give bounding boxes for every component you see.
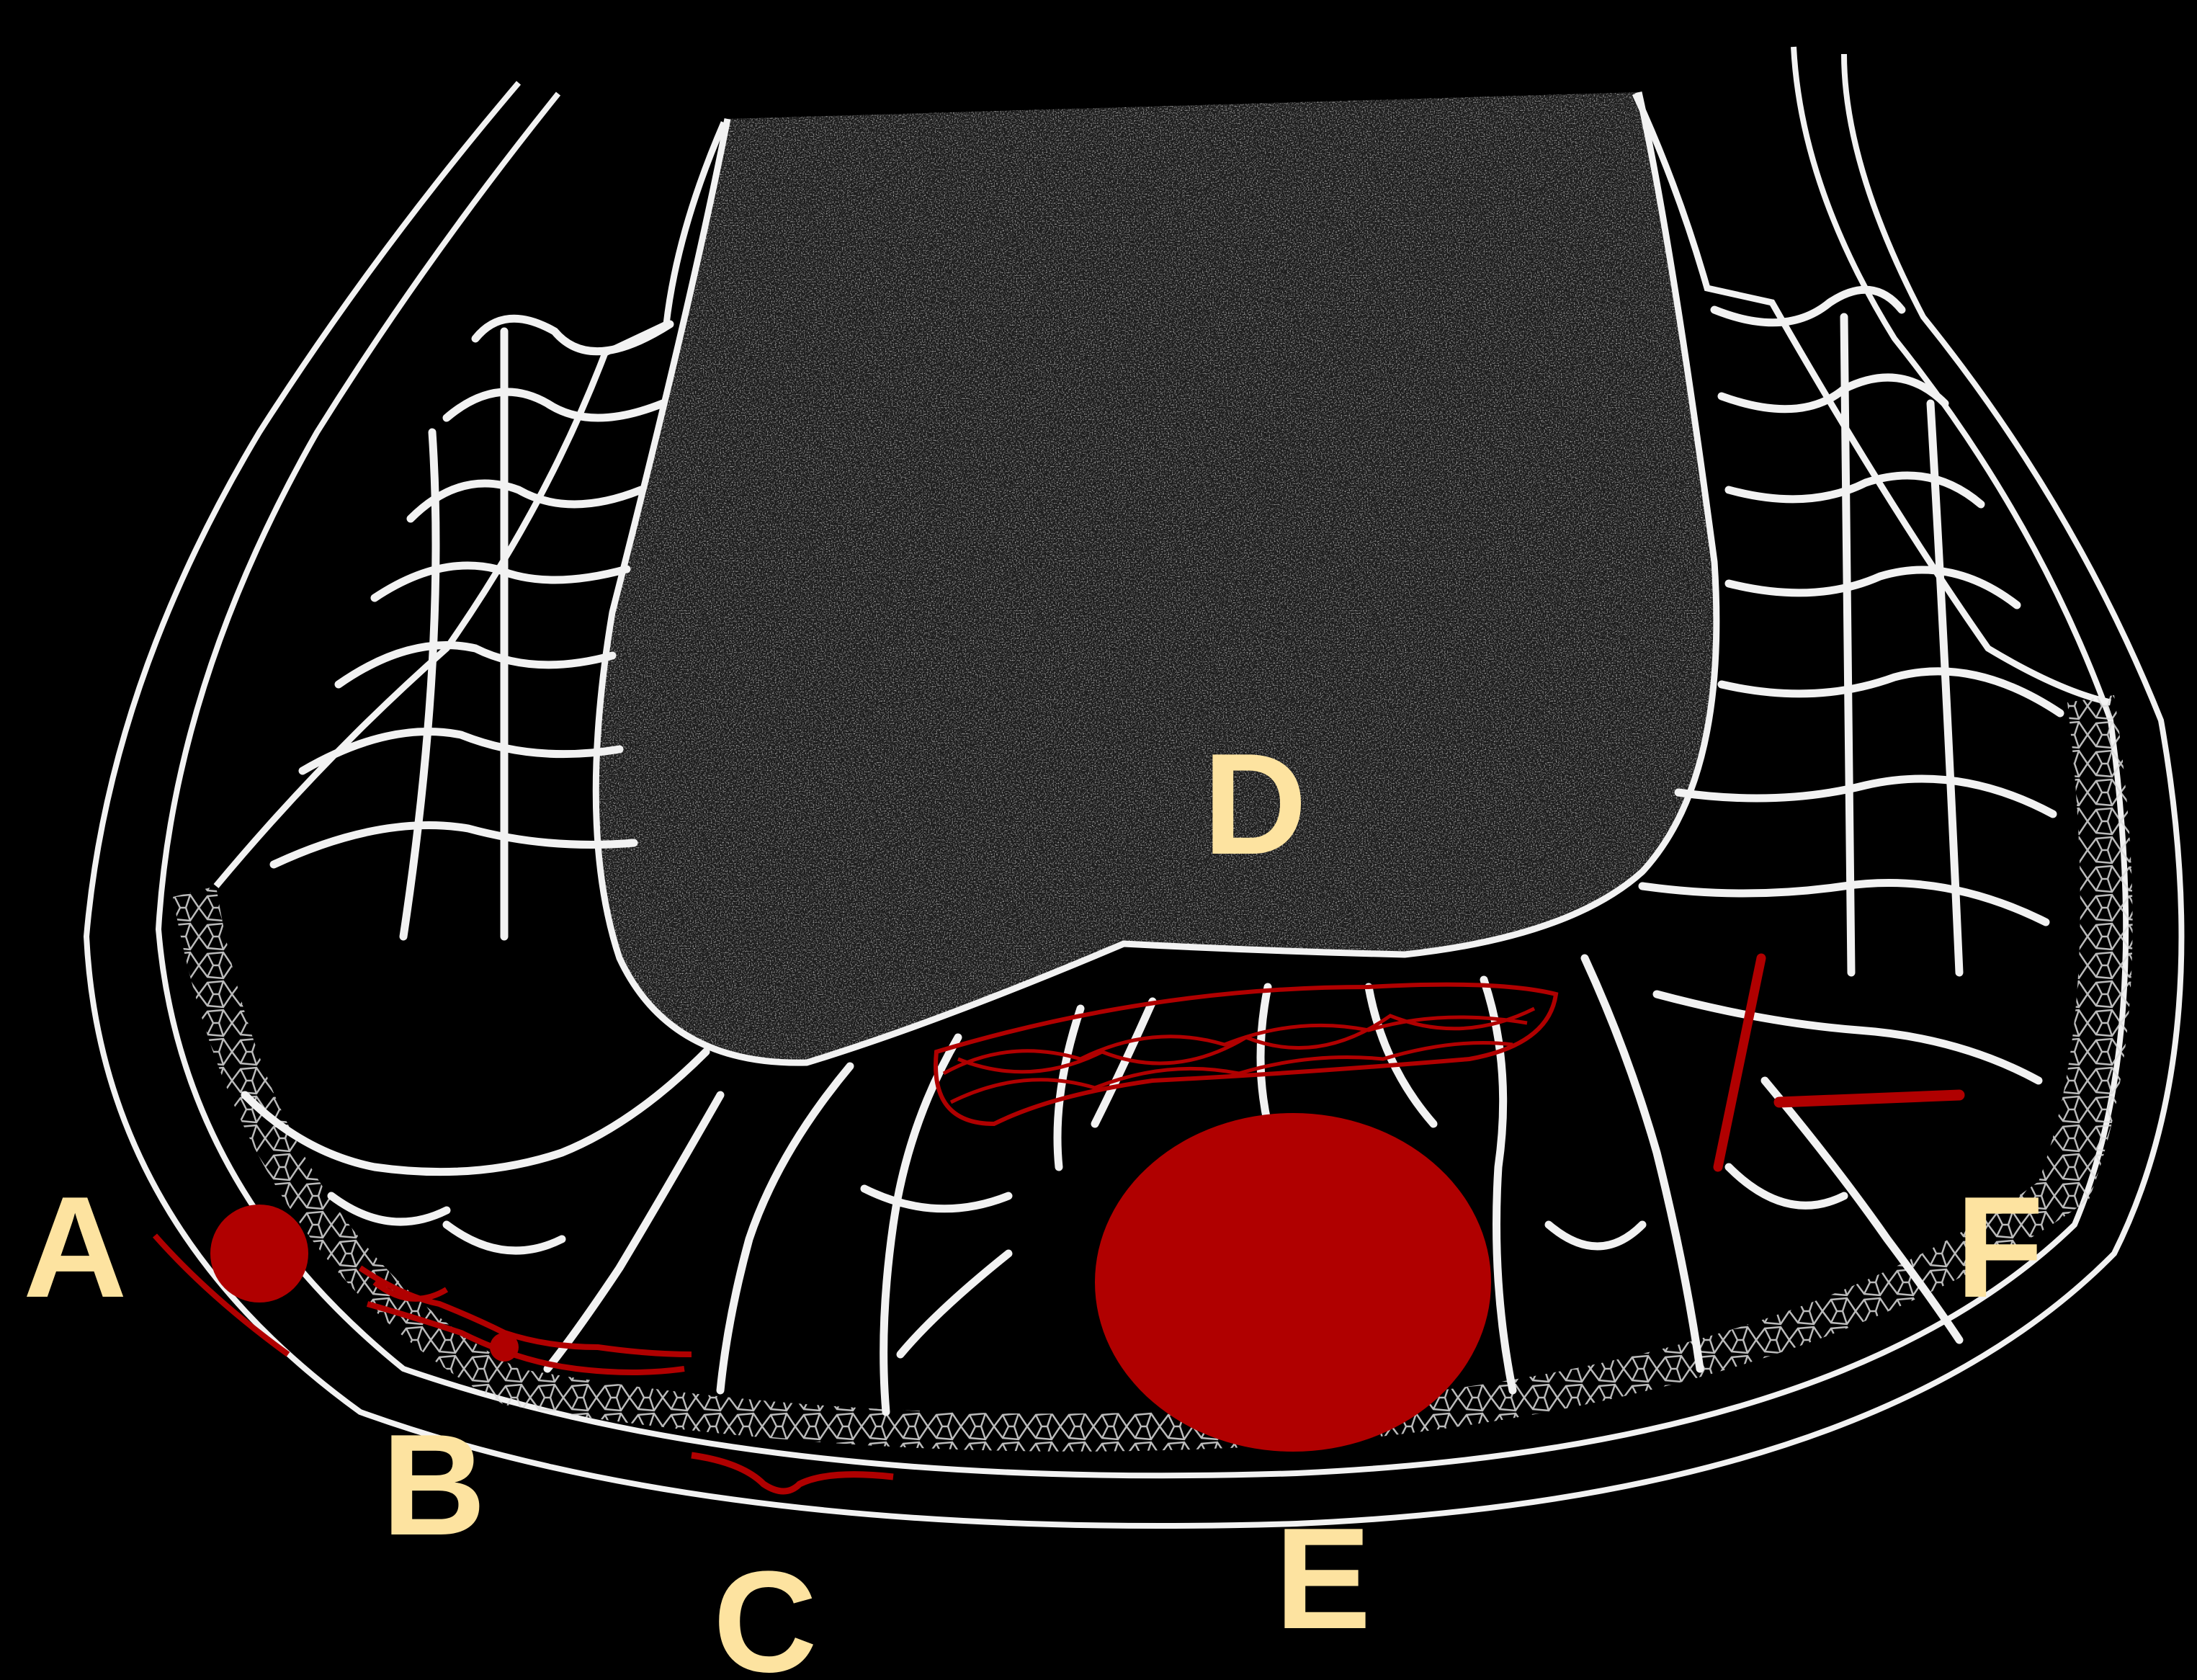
lesion-f-line-2 [1779,1095,1959,1102]
plexus-coils [936,985,1556,1124]
label-f: F [1956,1167,2044,1328]
label-d: D [1203,724,1307,885]
label-c: C [713,1542,817,1680]
lesion-e-mass [1095,1113,1491,1452]
label-a: A [23,1167,127,1328]
label-b: B [382,1405,486,1565]
structure-d-mass [596,92,1717,1063]
label-e: E [1275,1498,1371,1659]
lesion-f-line-1 [1718,958,1761,1167]
lesion-b-node [490,1333,519,1362]
lesion-a-nodule [210,1205,308,1303]
